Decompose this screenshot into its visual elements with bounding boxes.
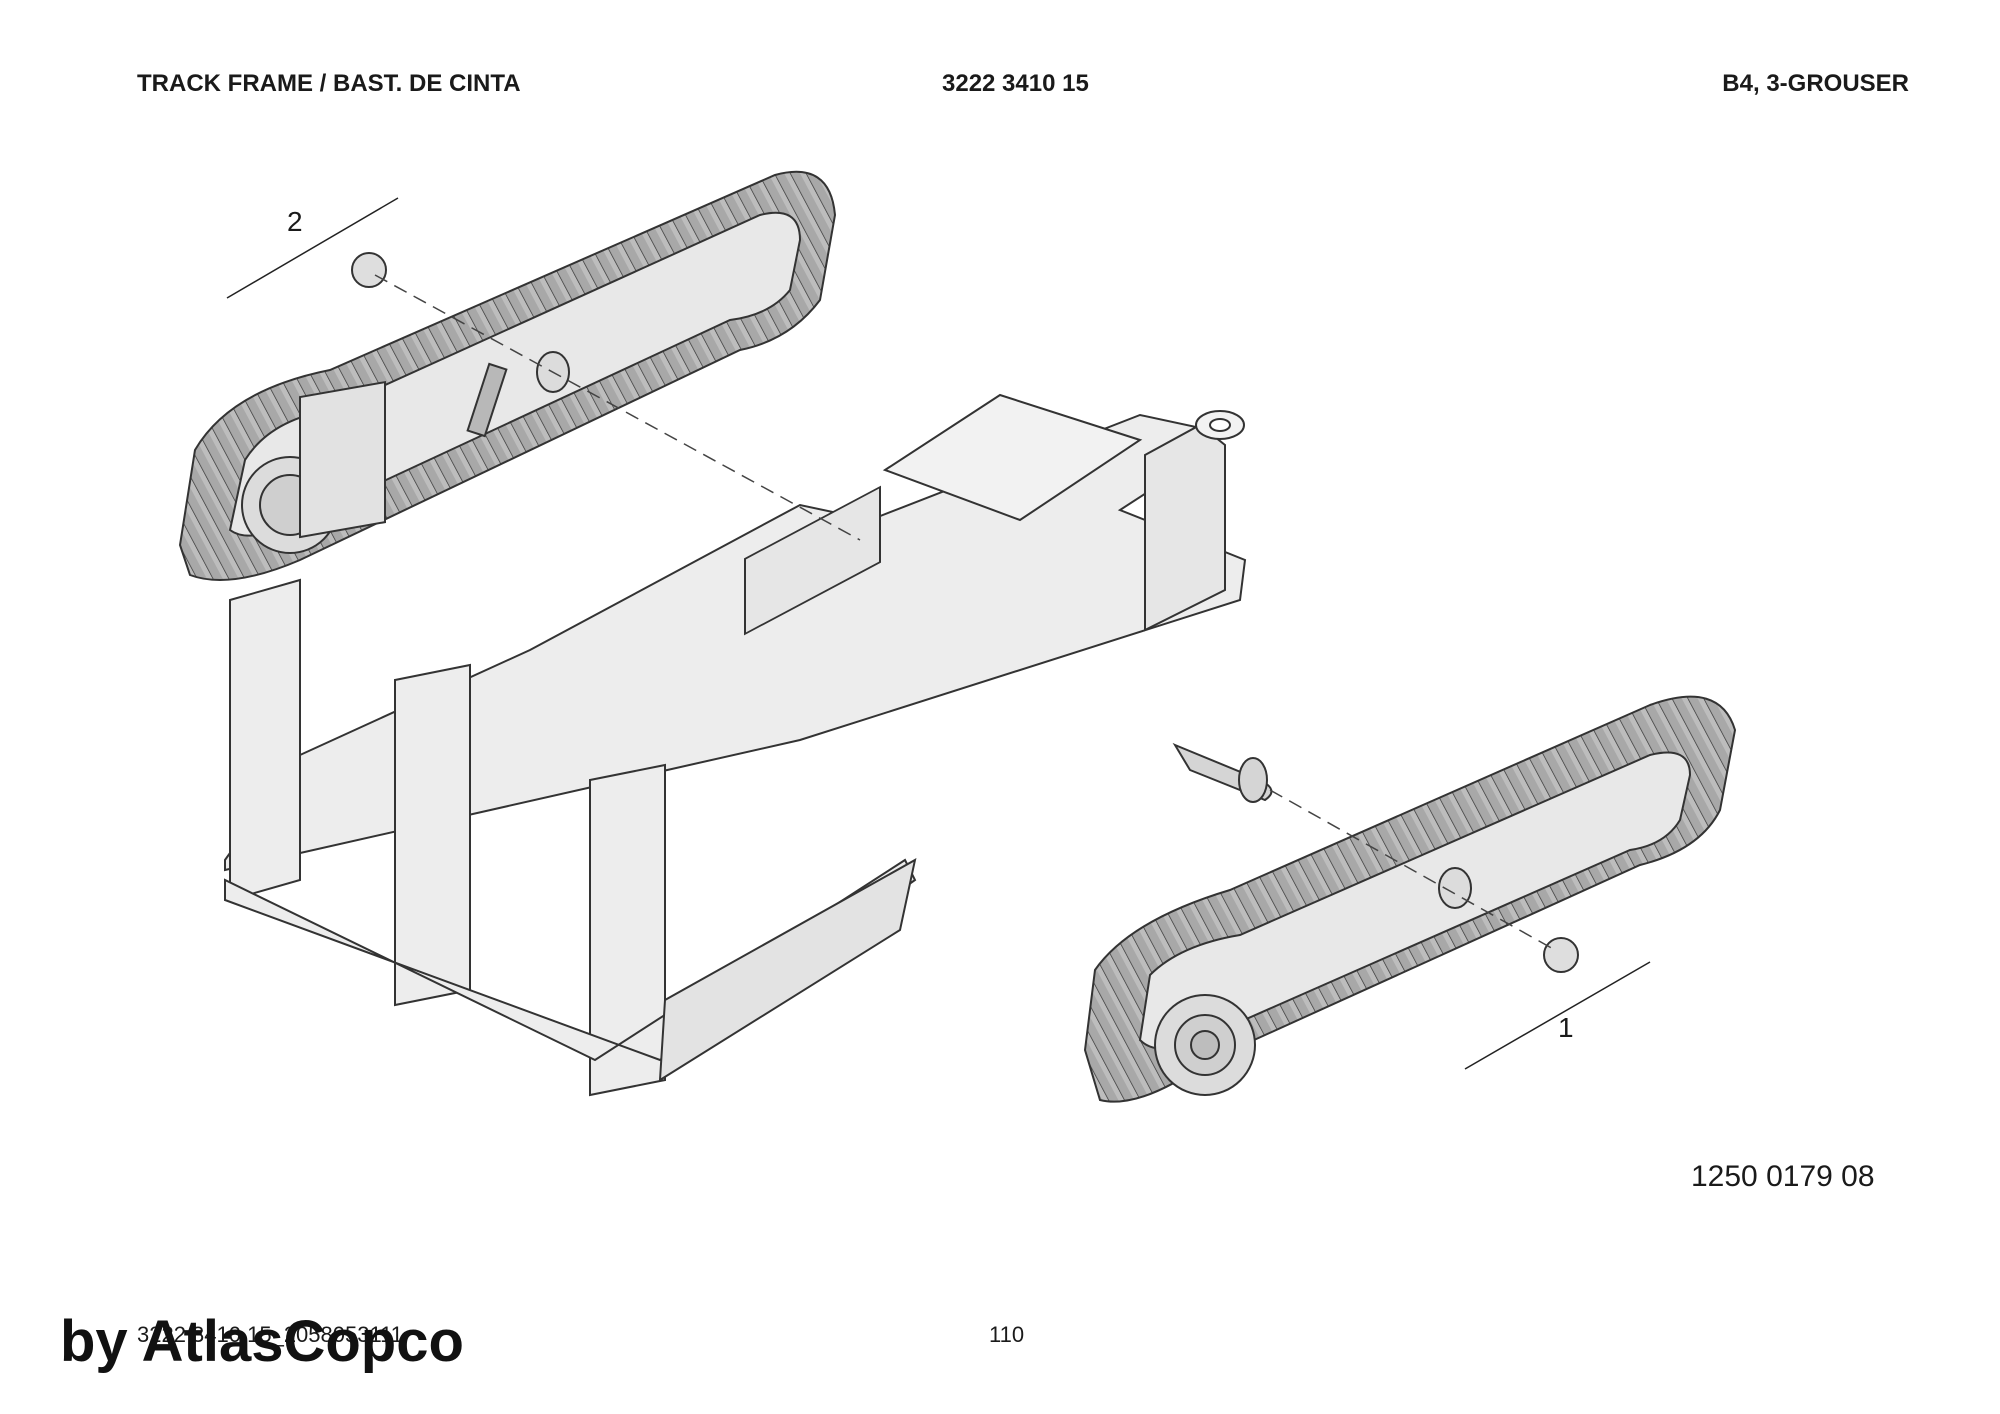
page-number: 110: [989, 1322, 1025, 1347]
end-cap-1: [1543, 937, 1579, 973]
watermark: by AtlasCopco: [60, 1309, 464, 1374]
end-cap-2: [351, 252, 387, 288]
upper-track: [178, 170, 837, 581]
lower-track: [1083, 695, 1737, 1103]
page-title: TRACK FRAME / BAST. DE CINTA: [137, 70, 521, 97]
drawing-number: 1250 0179 08: [1691, 1160, 1875, 1193]
callout-item-2: 2: [287, 206, 303, 237]
callout-item-1: 1: [1558, 1012, 1574, 1043]
part-number: 3222 3410 15: [942, 70, 1089, 97]
callout-leaders: [226, 197, 1651, 1070]
variant-label: B4, 3-GROUSER: [1722, 70, 1909, 97]
footer-document-code: 3222 3410 15_2058053111: [137, 1322, 403, 1347]
assembly-lines: [374, 274, 1556, 951]
main-frame: [224, 393, 1273, 1097]
